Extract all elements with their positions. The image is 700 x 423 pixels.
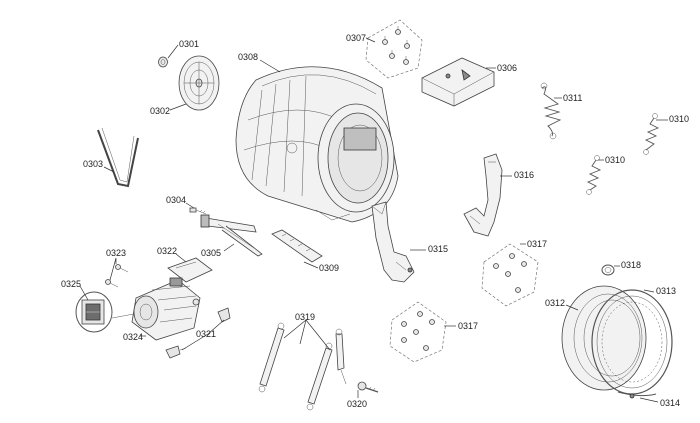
part-0304-screw <box>189 207 207 215</box>
part-0318-clamp <box>601 264 615 276</box>
part-0301-washer <box>158 56 168 68</box>
label-0305: 0305 <box>201 248 221 258</box>
part-0309-strip <box>271 229 323 263</box>
label-0315: 0315 <box>428 244 448 254</box>
part-0310-spring-b <box>586 155 602 195</box>
part-0315-bracket <box>371 201 415 283</box>
part-0302-pulley <box>178 55 220 111</box>
label-0308: 0308 <box>238 52 258 62</box>
label-0320: 0320 <box>347 399 367 409</box>
label-0303: 0303 <box>83 159 103 169</box>
part-0314-wire <box>617 391 657 399</box>
label-0301: 0301 <box>179 39 199 49</box>
part-0311-spring <box>540 82 562 140</box>
label-0310-b: 0310 <box>605 155 625 165</box>
part-0305-heater <box>200 214 263 257</box>
part-0325-bracket <box>75 291 113 333</box>
label-0313: 0313 <box>656 286 676 296</box>
label-0319: 0319 <box>295 312 315 322</box>
label-0323: 0323 <box>106 248 126 258</box>
label-0314: 0314 <box>660 398 680 408</box>
part-0324-motor <box>111 277 201 341</box>
label-0321: 0321 <box>196 329 216 339</box>
label-0310-a: 0310 <box>669 114 689 124</box>
part-0310-spring-a <box>643 113 660 155</box>
label-0307: 0307 <box>346 33 366 43</box>
part-0319-shock-absorbers <box>258 322 347 411</box>
part-0323-screws <box>105 264 129 288</box>
part-0317-screw-kit-b <box>389 301 447 363</box>
label-0302: 0302 <box>150 106 170 116</box>
label-0316: 0316 <box>514 170 534 180</box>
label-0318: 0318 <box>621 260 641 270</box>
part-0312-gasket <box>561 285 647 391</box>
label-0304: 0304 <box>166 195 186 205</box>
part-0321-clips <box>165 307 231 359</box>
label-0317-a: 0317 <box>527 239 547 249</box>
label-0306: 0306 <box>497 63 517 73</box>
label-0309: 0309 <box>319 263 339 273</box>
label-0322: 0322 <box>157 246 177 256</box>
part-0307-screw-kit <box>365 19 423 79</box>
label-0311: 0311 <box>563 93 582 103</box>
label-0317-b: 0317 <box>458 321 478 331</box>
part-0322-plate <box>167 257 213 283</box>
part-0303-belt <box>97 127 139 188</box>
label-0324: 0324 <box>123 332 143 342</box>
part-0306-bracket <box>421 57 495 107</box>
part-0317-screw-kit-a <box>481 243 539 307</box>
label-0312: 0312 <box>545 298 565 308</box>
label-0325: 0325 <box>61 279 81 289</box>
part-0316-bracket <box>463 153 503 237</box>
part-0320-screw <box>357 381 379 393</box>
part-0308-tub <box>235 66 399 223</box>
